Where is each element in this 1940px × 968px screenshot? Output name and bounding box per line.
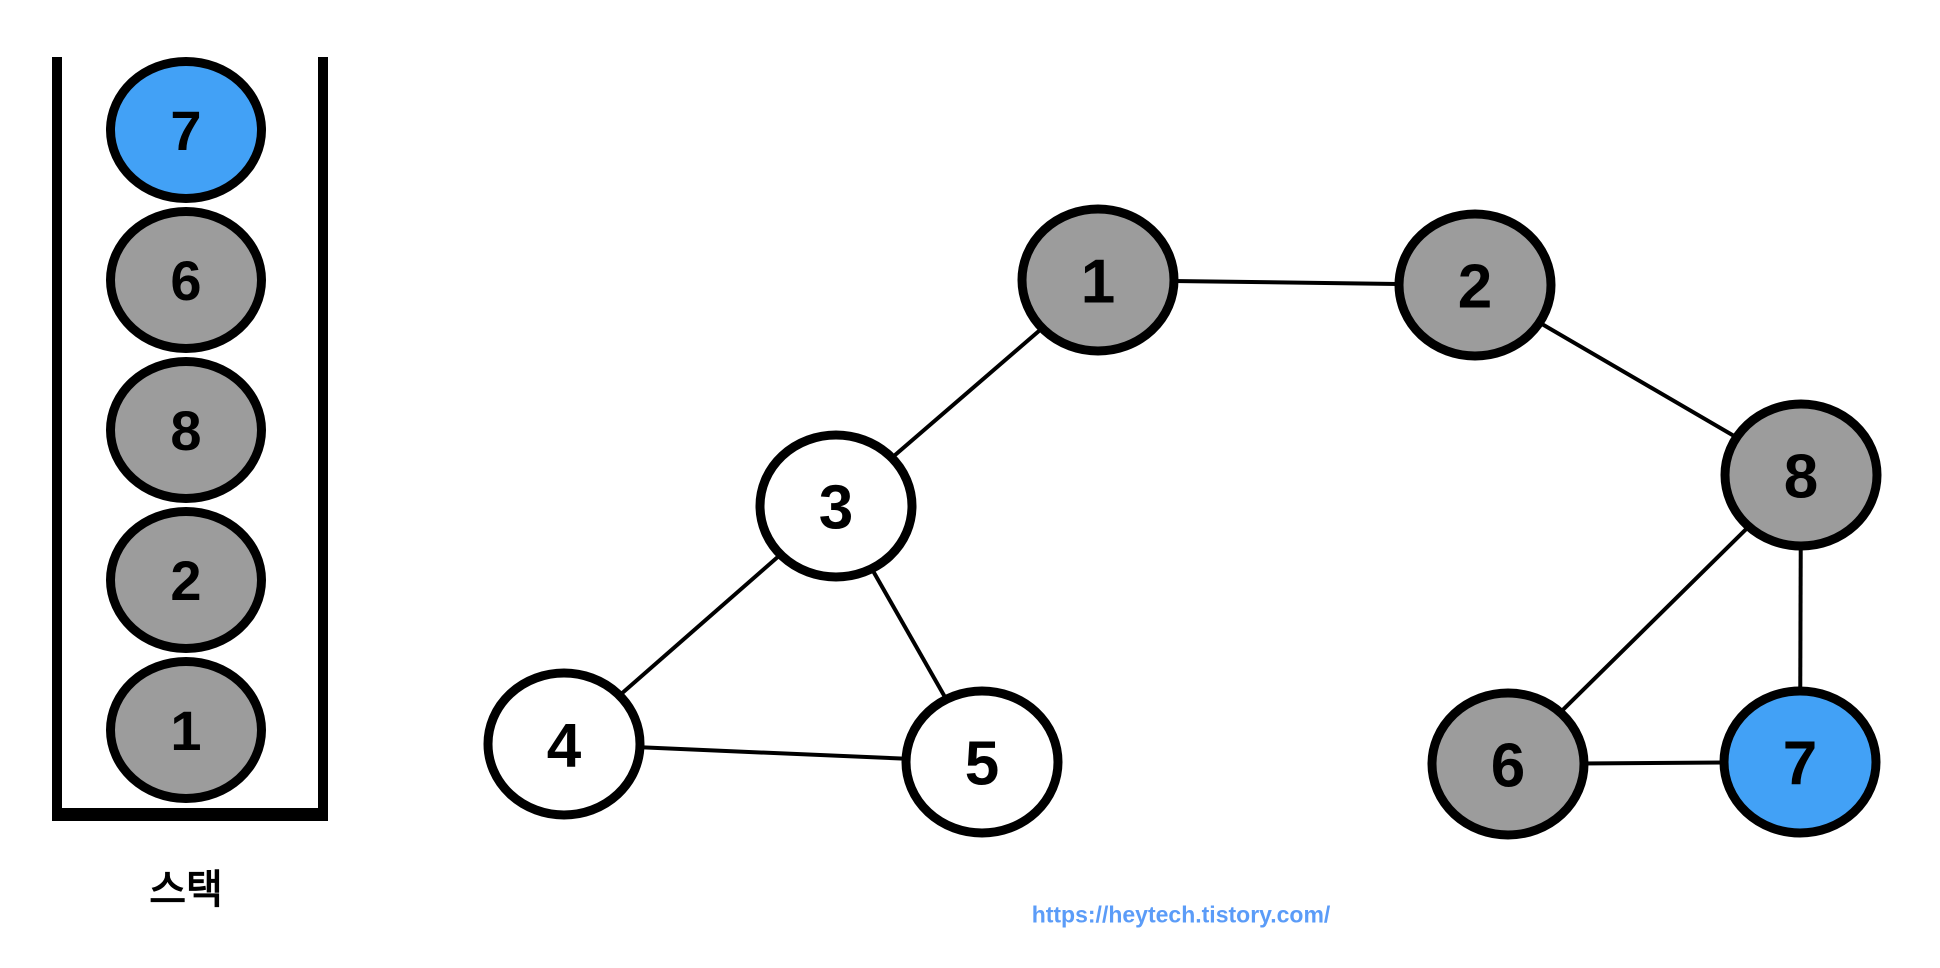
stack-label: 스택	[149, 868, 223, 912]
graph-node-4	[483, 668, 645, 820]
graph-node-2	[1394, 209, 1556, 361]
footer-url: https://heytech.tistory.com/	[1031, 901, 1331, 928]
stack-item-8: 8	[106, 357, 266, 503]
graph-node-8	[1720, 399, 1882, 551]
stack-wall-right	[318, 57, 328, 809]
graph-node-label-5: 5	[965, 729, 999, 798]
graph-node-label-2: 2	[1458, 252, 1492, 321]
stack-item-6: 6	[106, 207, 266, 353]
stack-item-7: 7	[106, 57, 266, 203]
graph-node-3	[755, 430, 917, 582]
graph-node-label-4: 4	[547, 711, 582, 780]
stack-wall-left	[52, 57, 62, 809]
graph-node-label-1: 1	[1081, 247, 1115, 316]
stack-item-1: 1	[106, 657, 266, 803]
graph-node-label-3: 3	[819, 473, 853, 542]
graph-node-label-7: 7	[1783, 729, 1817, 798]
stack-item-2: 2	[106, 507, 266, 653]
stack-base	[52, 808, 328, 821]
graph-node-5	[901, 686, 1063, 838]
graph-node-1	[1017, 204, 1179, 356]
graph-node-6	[1427, 688, 1589, 840]
graph-node-label-6: 6	[1491, 731, 1525, 800]
graph-node-label-8: 8	[1784, 442, 1818, 511]
graph-node-7	[1719, 686, 1881, 838]
